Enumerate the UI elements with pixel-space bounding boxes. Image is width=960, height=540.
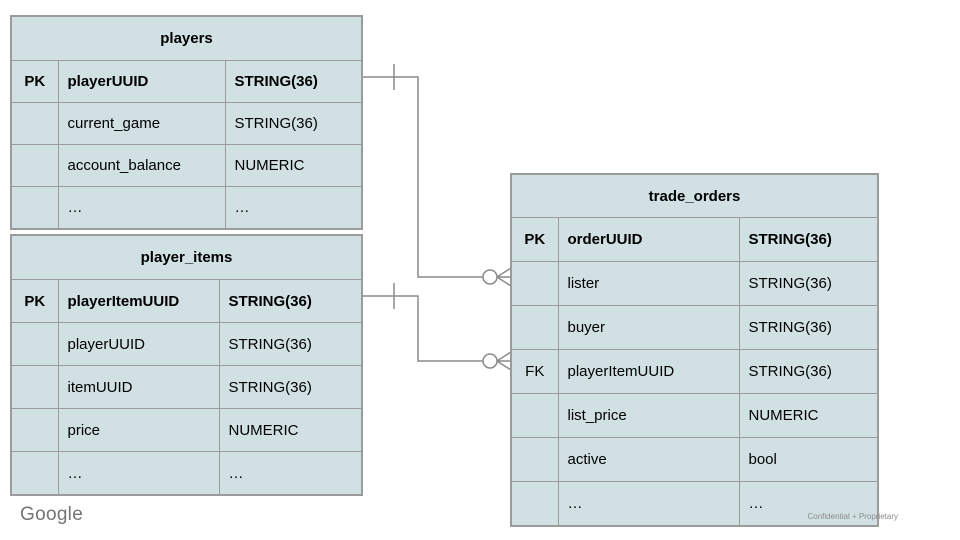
row-key-label bbox=[10, 365, 59, 409]
cardinality-many-crowfoot bbox=[496, 351, 512, 371]
field-type: STRING(36) bbox=[738, 349, 879, 394]
cardinality-many-crowfoot bbox=[496, 267, 512, 287]
row-key-label bbox=[510, 393, 559, 438]
table-row: …… bbox=[510, 481, 879, 527]
row-key-label bbox=[10, 186, 59, 230]
field-type: STRING(36) bbox=[224, 102, 363, 145]
field-name: … bbox=[57, 186, 226, 230]
field-name: active bbox=[557, 437, 740, 482]
field-name: lister bbox=[557, 261, 740, 306]
field-type: STRING(36) bbox=[738, 261, 879, 306]
relationship-players-to-trade-orders bbox=[361, 64, 512, 287]
google-logo: Google bbox=[20, 504, 84, 525]
field-type: STRING(36) bbox=[218, 279, 363, 323]
row-key-label bbox=[10, 408, 59, 452]
table-title: players bbox=[10, 15, 363, 61]
field-name: playerItemUUID bbox=[57, 279, 220, 323]
field-name: current_game bbox=[57, 102, 226, 145]
field-type: … bbox=[224, 186, 363, 230]
field-name: playerItemUUID bbox=[557, 349, 740, 394]
row-key-label: FK bbox=[510, 349, 559, 394]
table-row: …… bbox=[10, 451, 363, 496]
field-type: STRING(36) bbox=[738, 217, 879, 262]
field-type: NUMERIC bbox=[224, 144, 363, 187]
field-type: STRING(36) bbox=[738, 305, 879, 350]
field-type: bool bbox=[738, 437, 879, 482]
field-name: account_balance bbox=[57, 144, 226, 187]
row-key-label: PK bbox=[510, 217, 559, 262]
row-key-label bbox=[510, 437, 559, 482]
relationship-connector-line bbox=[361, 76, 483, 278]
row-key-label bbox=[510, 305, 559, 350]
field-name: list_price bbox=[557, 393, 740, 438]
table-title: trade_orders bbox=[510, 173, 879, 218]
table-title: player_items bbox=[10, 234, 363, 280]
field-name: buyer bbox=[557, 305, 740, 350]
field-name: … bbox=[57, 451, 220, 496]
field-type: STRING(36) bbox=[218, 322, 363, 366]
row-key-label bbox=[10, 322, 59, 366]
row-key-label bbox=[510, 481, 559, 527]
field-type: … bbox=[738, 481, 879, 527]
relationship-connector-line bbox=[361, 295, 483, 362]
field-type: STRING(36) bbox=[224, 60, 363, 103]
field-name: playerUUID bbox=[57, 60, 226, 103]
field-type: NUMERIC bbox=[738, 393, 879, 438]
field-name: orderUUID bbox=[557, 217, 740, 262]
row-key-label bbox=[10, 144, 59, 187]
cardinality-zero-circle bbox=[482, 353, 498, 369]
table-row: …… bbox=[10, 186, 363, 230]
field-type: STRING(36) bbox=[218, 365, 363, 409]
field-name: itemUUID bbox=[57, 365, 220, 409]
row-key-label: PK bbox=[10, 60, 59, 103]
field-type: … bbox=[218, 451, 363, 496]
row-key-label bbox=[10, 451, 59, 496]
field-name: … bbox=[557, 481, 740, 527]
row-key-label bbox=[510, 261, 559, 306]
field-type: NUMERIC bbox=[218, 408, 363, 452]
cardinality-zero-circle bbox=[482, 269, 498, 285]
relationship-player-items-to-trade-orders bbox=[361, 283, 512, 371]
field-name: playerUUID bbox=[57, 322, 220, 366]
confidential-note: Confidential + Proprietary bbox=[807, 512, 899, 521]
row-key-label: PK bbox=[10, 279, 59, 323]
field-name: price bbox=[57, 408, 220, 452]
row-key-label bbox=[10, 102, 59, 145]
